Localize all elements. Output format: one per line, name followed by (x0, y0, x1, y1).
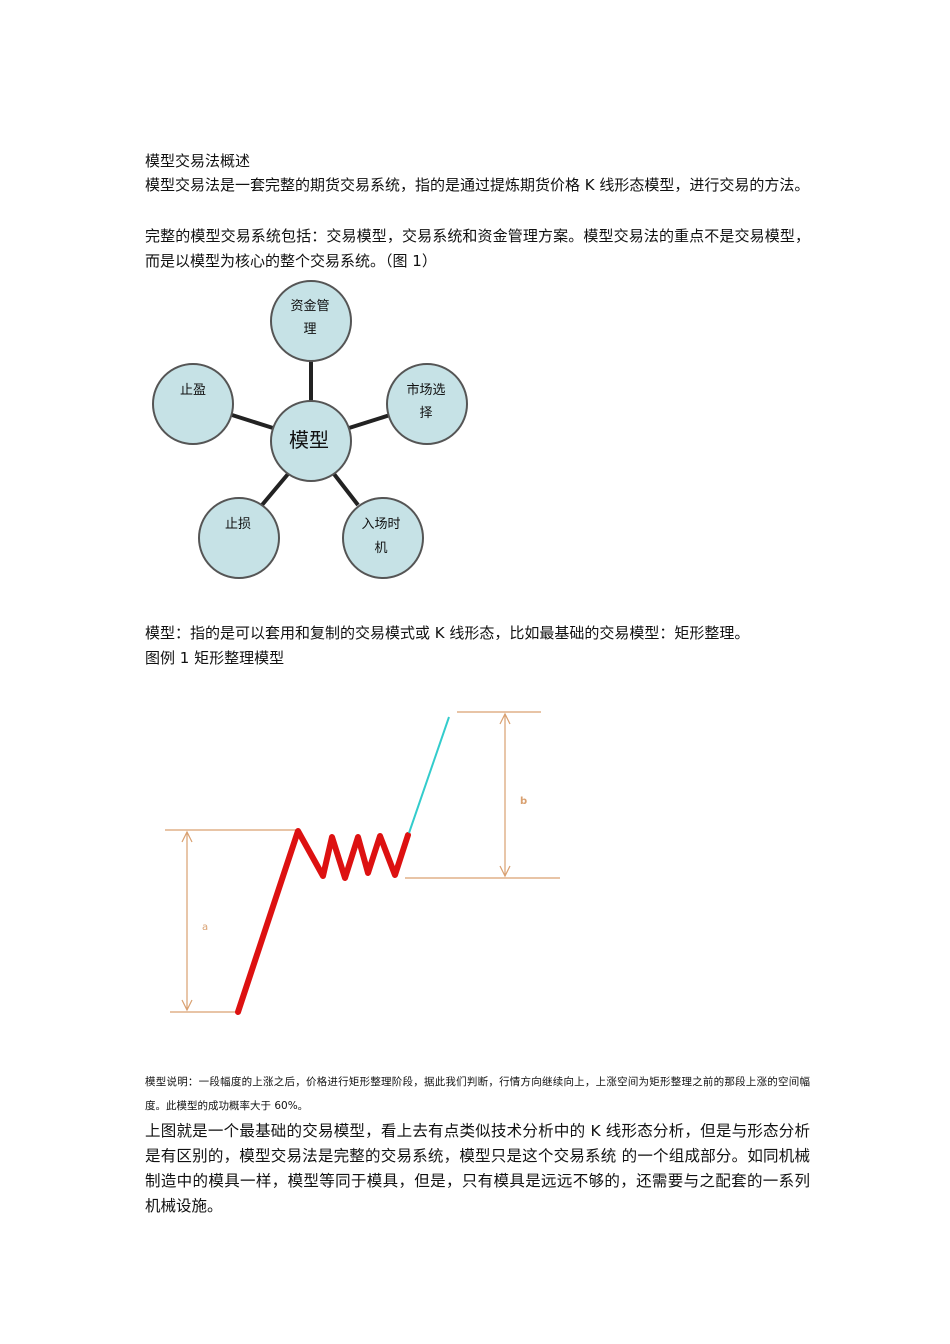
closing-paragraph: 上图就是一个最基础的交易模型，看上去有点类似技术分析中的 K 线形态分析，但是与… (145, 1122, 810, 1215)
node-stop-loss (198, 497, 280, 579)
label-a: a (202, 922, 208, 933)
node-label: 止损 (225, 517, 251, 532)
arrow-head (499, 712, 511, 725)
arrow-head (181, 830, 193, 843)
arrow-head (181, 999, 193, 1012)
node-label: 理 (303, 322, 316, 337)
connector (332, 472, 360, 507)
price-path (235, 828, 411, 1015)
arrow-head (499, 865, 511, 878)
node-label: 止盈 (180, 383, 206, 398)
node-capital-management (270, 280, 352, 362)
node-label: 入场时 (361, 517, 400, 532)
label-b: b (520, 796, 527, 807)
node-market-selection (386, 363, 468, 445)
model-definition: 模型：指的是可以套用和复制的交易模式或 K 线形态，比如最基础的交易模型：矩形整… (145, 624, 750, 642)
node-entry-timing (342, 497, 424, 579)
system-paragraph: 完整的模型交易系统包括：交易模型，交易系统和资金管理方案。模型交易法的重点不是交… (145, 227, 810, 270)
node-model-center (270, 400, 352, 482)
node-label: 择 (419, 406, 432, 421)
connector (260, 472, 290, 507)
document-title: 模型交易法概述 (145, 152, 251, 170)
center-label: 模型 (289, 428, 329, 452)
intro-paragraph: 模型交易法是一套完整的期货交易系统，指的是通过提炼期货价格 K 线形态模型，进行… (145, 176, 810, 194)
node-label: 市场选 (406, 382, 445, 398)
figure-caption: 图例 1 矩形整理模型 (145, 649, 285, 667)
rectangle-consolidation-figure: a b (165, 711, 560, 1015)
model-explanation: 模型说明：一段幅度的上涨之后，价格进行矩形整理阶段，据此我们判断，行情方向继续向… (145, 1076, 810, 1112)
node-take-profit (152, 363, 234, 445)
node-label: 机 (374, 541, 387, 556)
model-diagram (231, 360, 391, 507)
node-label: 资金管 (290, 298, 329, 314)
breakout-line (408, 716, 450, 834)
connector (231, 413, 274, 430)
connector (348, 413, 391, 430)
